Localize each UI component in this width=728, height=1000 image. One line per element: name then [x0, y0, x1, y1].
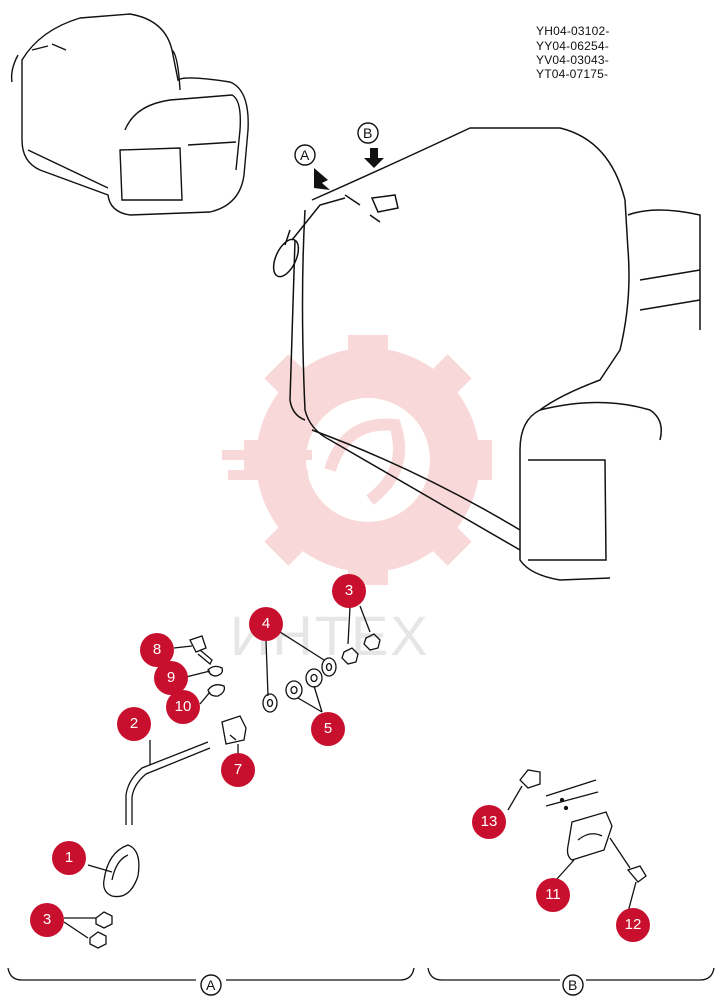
svg-text:B: B [568, 977, 577, 993]
main-machine-drawing [272, 127, 701, 581]
callout-part-11[interactable]: 11 [536, 878, 570, 912]
serial-number: YV04-03043- [536, 53, 609, 67]
callout-part-3[interactable]: 3 [332, 574, 366, 608]
overview-machine-drawing [10, 13, 249, 216]
serial-number: YY04-06254- [536, 39, 609, 53]
view-brackets [7, 967, 715, 981]
serial-number: YT04-07175- [536, 67, 609, 81]
callout-part-12[interactable]: 12 [616, 908, 650, 942]
view-a-label: A [200, 974, 222, 996]
watermark-gear-icon [222, 335, 492, 585]
callout-part-3[interactable]: 3 [30, 903, 64, 937]
callout-part-9[interactable]: 9 [154, 661, 188, 695]
callout-part-10[interactable]: 10 [166, 690, 200, 724]
view-b-label: B [562, 974, 584, 996]
callout-part-5[interactable]: 5 [311, 712, 345, 746]
callout-part-2[interactable]: 2 [117, 707, 151, 741]
svg-text:B: B [363, 125, 372, 141]
callout-part-7[interactable]: 7 [221, 753, 255, 787]
serial-number: YH04-03102- [536, 24, 610, 38]
exploded-parts-view-a [63, 605, 381, 949]
callout-part-8[interactable]: 8 [140, 633, 174, 667]
view-a-marker: A [294, 144, 330, 190]
exploded-parts-view-b [507, 769, 647, 913]
svg-text:A: A [206, 977, 216, 993]
svg-text:A: A [300, 147, 310, 163]
view-b-marker: B [357, 122, 384, 168]
callout-part-13[interactable]: 13 [472, 805, 506, 839]
callout-part-1[interactable]: 1 [52, 841, 86, 875]
callout-part-4[interactable]: 4 [249, 607, 283, 641]
